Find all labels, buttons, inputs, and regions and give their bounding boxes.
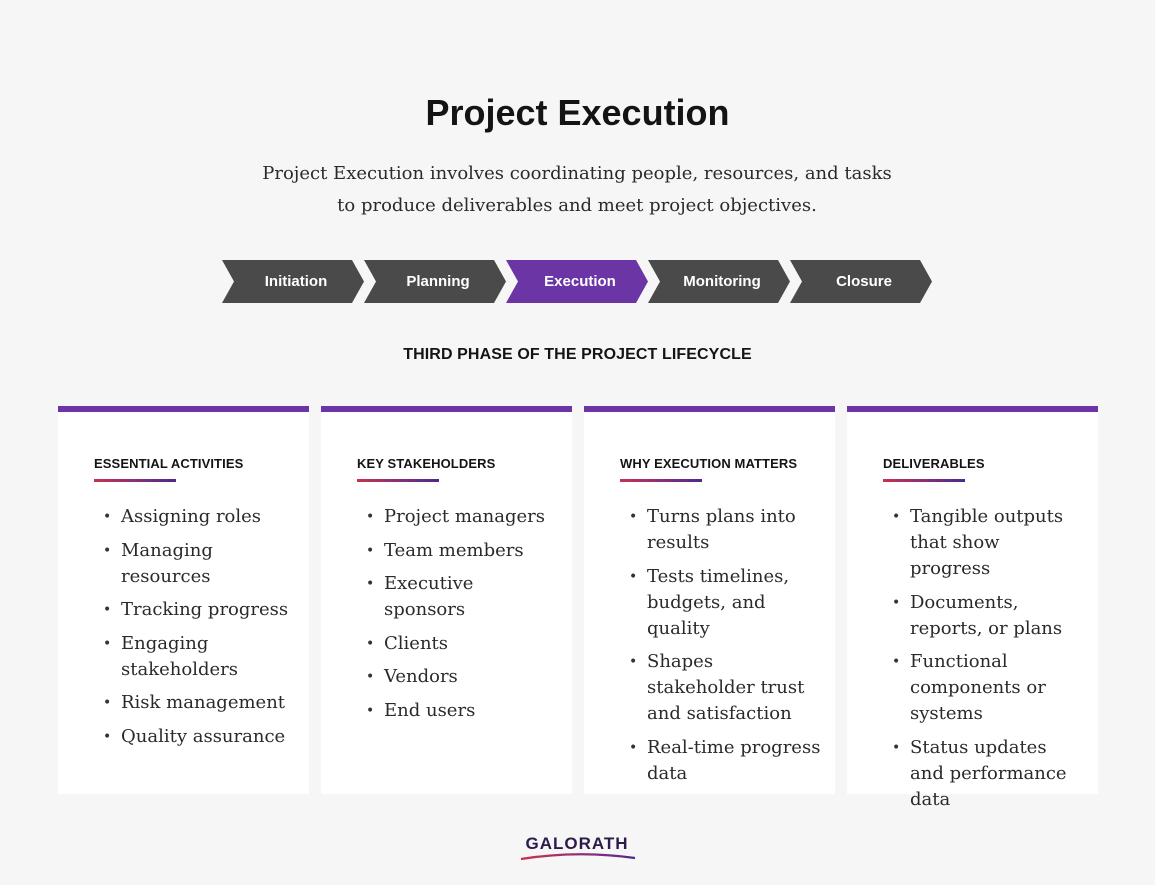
list-item: • Quality assurance xyxy=(94,724,295,750)
card-underline xyxy=(620,479,702,482)
list-item-text: Status updates and performance data xyxy=(910,736,1067,810)
list-item-text: Quality assurance xyxy=(121,725,286,747)
list-item: • Vendors xyxy=(357,664,558,690)
list-item-text: Tracking progress xyxy=(121,599,289,620)
bullet-icon: • xyxy=(103,542,112,559)
page-subtitle: Project Execution involves coordinating … xyxy=(262,163,892,216)
bullet-icon: • xyxy=(629,568,638,585)
logo-swoosh-icon xyxy=(520,853,636,861)
list-item: • Risk management xyxy=(94,690,295,716)
list-item: • Managing resources xyxy=(94,538,295,590)
list-item-text: Clients xyxy=(384,632,449,654)
list-item-text: Engaging stakeholders xyxy=(121,632,238,680)
list-item: • Team members xyxy=(357,538,558,564)
list-item: • Executive sponsors xyxy=(357,571,558,623)
list-item: • Documents, reports, or plans xyxy=(883,590,1084,642)
bullet-icon: • xyxy=(892,509,901,525)
card-title: WHY EXECUTION MATTERS xyxy=(620,456,798,471)
list-item-text: Documents, reports, or plans xyxy=(910,591,1063,639)
bullet-icon: • xyxy=(629,654,638,670)
list-item: • End users xyxy=(357,698,558,724)
list-item-text: Turns plans into results xyxy=(647,506,796,553)
card-list: • Turns plans into results • Tests timeline… xyxy=(620,504,821,794)
bullet-icon: • xyxy=(629,739,638,756)
list-item: • Turns plans into results xyxy=(620,504,821,556)
list-item: • Tangible outputs that show progress xyxy=(883,504,1084,582)
list-item: • Clients xyxy=(357,631,558,657)
page-title: Project Execution xyxy=(425,92,730,133)
card-deliverables: DELIVERABLES • Tangible outputs that show… xyxy=(847,406,1098,810)
bullet-icon: • xyxy=(892,739,901,756)
card-list: • Project managers • Team members • Executive… xyxy=(357,504,558,731)
phase-closure: Closure xyxy=(790,260,932,303)
phase-monitoring: Monitoring xyxy=(648,260,790,303)
bullet-icon: • xyxy=(103,728,112,745)
phase-label: Execution xyxy=(544,273,616,290)
bullet-icon: • xyxy=(366,509,375,525)
list-item: • Tracking progress xyxy=(94,597,295,623)
list-item-text: Team members xyxy=(384,539,524,561)
logo-text: GALORATH xyxy=(525,834,629,853)
list-item-text: Shapes stakeholder trust and satisfactio… xyxy=(647,651,805,724)
list-item: • Project managers xyxy=(357,504,558,530)
card-underline xyxy=(883,479,965,482)
list-item-text: Managing resources xyxy=(121,539,213,587)
bullet-icon: • xyxy=(366,635,375,652)
card-key-stakeholders: KEY STAKEHOLDERS • Project managers • Team … xyxy=(321,406,572,794)
section-heading: THIRD PHASE OF THE PROJECT LIFECYCLE xyxy=(403,346,752,363)
list-item-text: Vendors xyxy=(384,666,458,687)
phase-planning: Planning xyxy=(364,260,506,303)
list-item-text: Risk management xyxy=(121,692,286,713)
bullet-icon: • xyxy=(892,654,901,670)
list-item: • Assigning roles xyxy=(94,504,295,530)
bullet-icon: • xyxy=(629,509,638,525)
card-list: • Tangible outputs that show progress • Doc… xyxy=(883,504,1084,820)
list-item-text: End users xyxy=(384,699,476,721)
list-item: • Real-time progress data xyxy=(620,735,821,787)
card-title: ESSENTIAL ACTIVITIES xyxy=(94,456,244,471)
phase-chevron-bar: Initiation Planning Execution Monitoring… xyxy=(222,260,934,303)
list-item: • Shapes stakeholder trust and satisfacti… xyxy=(620,649,821,727)
phase-initiation: Initiation xyxy=(222,260,364,303)
bullet-icon: • xyxy=(366,542,375,559)
phase-execution: Execution xyxy=(506,260,648,303)
card-title: KEY STAKEHOLDERS xyxy=(357,456,496,471)
phase-label: Planning xyxy=(406,273,470,290)
card-underline xyxy=(357,479,439,482)
bullet-icon: • xyxy=(103,635,112,652)
bullet-icon: • xyxy=(103,695,112,711)
list-item-text: Real-time progress data xyxy=(647,736,821,784)
card-list: • Assigning roles • Managing resources • Trac… xyxy=(94,504,295,757)
bullet-icon: • xyxy=(103,602,112,618)
card-why-execution-matters: WHY EXECUTION MATTERS • Turns plans into … xyxy=(584,406,835,794)
card-title: DELIVERABLES xyxy=(883,456,985,471)
bullet-icon: • xyxy=(103,509,112,525)
list-item: • Engaging stakeholders xyxy=(94,631,295,683)
list-item-text: Executive sponsors xyxy=(384,573,474,620)
list-item: • Functional components or systems xyxy=(883,649,1084,727)
list-item-text: Functional components or systems xyxy=(910,651,1046,724)
list-item-text: Assigning roles xyxy=(121,506,262,527)
bullet-icon: • xyxy=(366,669,375,685)
bullet-icon: • xyxy=(892,594,901,611)
bullet-icon: • xyxy=(366,576,375,592)
phase-label: Initiation xyxy=(264,273,328,290)
phase-label: Monitoring xyxy=(683,273,761,290)
card-underline xyxy=(94,479,176,482)
list-item-text: Tangible outputs that show progress xyxy=(910,506,1064,579)
bullet-icon: • xyxy=(366,702,375,719)
list-item-text: Project managers xyxy=(384,506,545,527)
list-item: • Tests timelines, budgets, and quality xyxy=(620,564,821,642)
list-item-text: Tests timelines, budgets, and quality xyxy=(647,565,790,639)
phase-label: Closure xyxy=(836,273,892,290)
card-essential-activities: ESSENTIAL ACTIVITIES • Assigning roles • Ma… xyxy=(58,406,309,794)
galorath-logo: GALORATH xyxy=(515,834,639,862)
list-item: • Status updates and performance data xyxy=(883,735,1084,813)
